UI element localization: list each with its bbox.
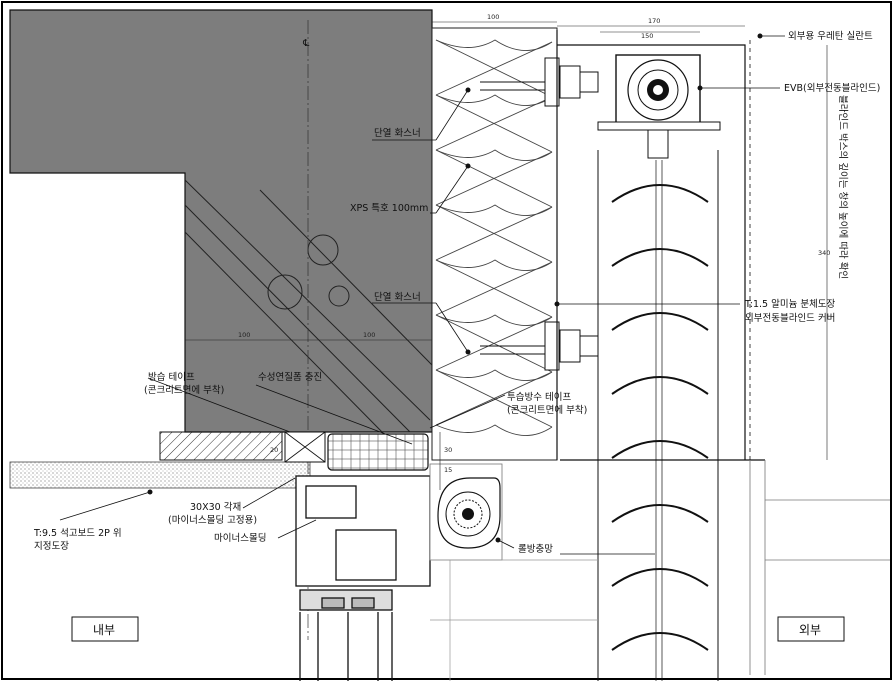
blind-slats bbox=[611, 184, 709, 651]
insulation-fastener-lower bbox=[480, 321, 599, 371]
label-cover-line2: 외부전동블라인드 커버 bbox=[745, 312, 835, 324]
hatched-sill bbox=[159, 431, 283, 461]
gypsum-board bbox=[9, 461, 311, 489]
label-gypsum-line2: 지정도장 bbox=[34, 541, 69, 552]
foam-filling bbox=[327, 433, 429, 471]
dim-top-150: 150 bbox=[641, 32, 653, 40]
label-insect-screen: 롤방충망 bbox=[518, 544, 553, 555]
label-moisture-tape-line2: (콘크리트면에 부착) bbox=[144, 385, 224, 396]
insulation-fastener-upper bbox=[480, 57, 599, 107]
label-moisture-tape-line1: 방습 테이프 bbox=[148, 372, 195, 383]
label-xps: XPS 특호 100mm bbox=[350, 203, 428, 214]
exterior-wall bbox=[749, 460, 890, 675]
leader-lines bbox=[59, 35, 785, 555]
dim-mid-100-right: 100 bbox=[363, 331, 375, 339]
interior-tag bbox=[71, 616, 139, 642]
dim-small-15: 15 bbox=[444, 466, 452, 474]
label-interior: 내부 bbox=[93, 623, 115, 637]
label-vertical-note: 블라인드 박스의 깊이는 창의 높이에 따라 확인 bbox=[837, 95, 849, 279]
label-breathable-tape-line1: 투습방수 테이프 bbox=[507, 392, 571, 403]
dimension-lines bbox=[185, 21, 828, 490]
evb-motor bbox=[597, 54, 721, 159]
exterior-tag bbox=[777, 616, 845, 642]
concrete-lintel bbox=[9, 9, 433, 433]
dim-side-340: 340 bbox=[818, 249, 830, 257]
label-lumber-line2: (마이너스몰딩 고정용) bbox=[168, 515, 257, 526]
label-urethane-sealant: 외부용 우레탄 실란트 bbox=[788, 30, 873, 42]
dim-small-20: 20 bbox=[270, 446, 278, 454]
dim-mid-100-left: 100 bbox=[238, 331, 250, 339]
blind-rail bbox=[597, 150, 719, 681]
label-breathable-tape-line2: (콘크리트면에 부착) bbox=[507, 405, 587, 416]
centerline-symbol: ℄ bbox=[302, 38, 310, 49]
insulation-pattern bbox=[435, 39, 553, 436]
label-gypsum-line1: T:9.5 석고보드 2P 위 bbox=[33, 527, 122, 539]
insect-screen-roll bbox=[429, 463, 503, 561]
window-frame bbox=[295, 475, 431, 681]
label-evb: EVB(외부전동블라인드) bbox=[784, 82, 880, 94]
label-cover-line1: T:1.5 알미늄 분체도장 bbox=[744, 299, 836, 310]
dim-small-30: 30 bbox=[444, 446, 452, 454]
blind-cover bbox=[556, 30, 765, 461]
dim-top-170: 170 bbox=[648, 17, 660, 25]
label-insulation-fastener-bottom: 단열 화스너 bbox=[374, 292, 421, 303]
label-water-sealant: 수성연질폼 충진 bbox=[258, 371, 322, 383]
dim-top-100: 100 bbox=[487, 13, 499, 21]
label-insulation-fastener-top: 단열 화스너 bbox=[374, 128, 421, 139]
rebar-lines bbox=[184, 179, 433, 433]
lower-wall-lines bbox=[430, 559, 598, 681]
xps-insulation bbox=[431, 27, 558, 461]
label-lumber-line1: 30X30 각재 bbox=[190, 501, 241, 513]
label-minus-molding: 마이너스몰딩 bbox=[214, 533, 266, 544]
label-exterior: 외부 bbox=[799, 623, 821, 637]
